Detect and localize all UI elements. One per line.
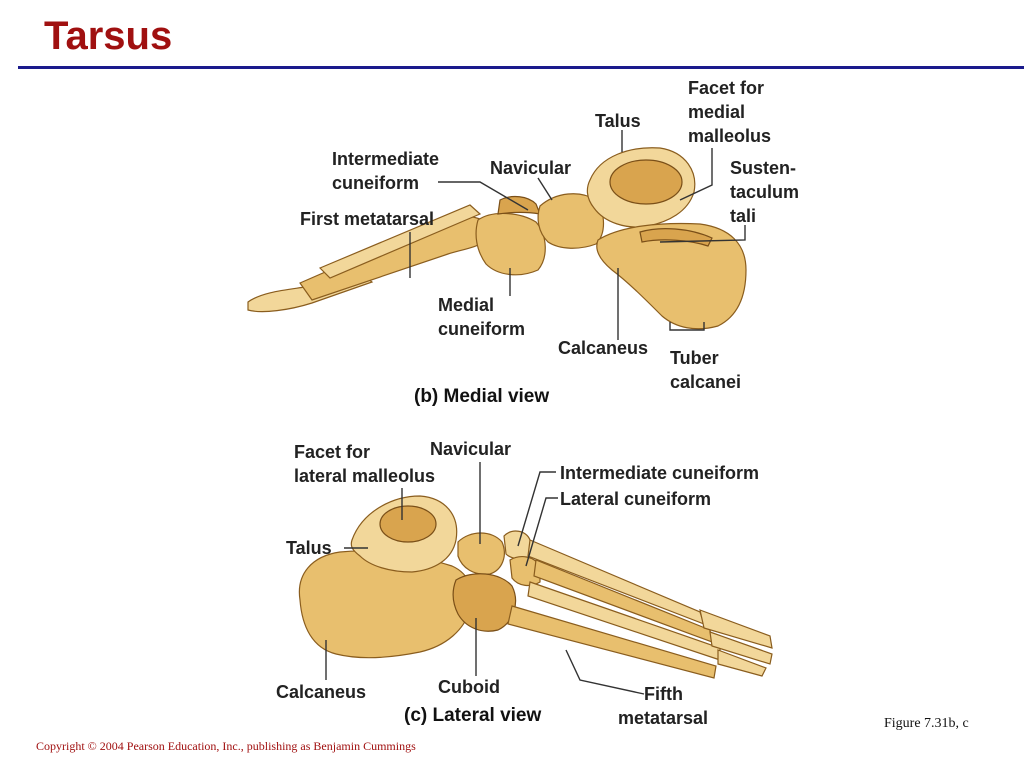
medial-view-caption: (b) Medial view — [414, 386, 549, 407]
lateral-malleolus-facet — [379, 505, 437, 543]
lateral-leader-lines — [325, 462, 645, 695]
medial-label-tuber-line2: calcanei — [670, 372, 741, 392]
medial-navicular-bone — [537, 193, 605, 249]
lateral-label-calcaneus: Calcaneus — [276, 682, 366, 702]
medial-label-first-metatarsal: First metatarsal — [300, 209, 434, 229]
lateral-view-illustration — [298, 495, 773, 679]
copyright-notice: Copyright © 2004 Pearson Education, Inc.… — [36, 739, 416, 753]
lateral-label-talus: Talus — [286, 538, 332, 558]
lateral-fifth-metatarsal-bone — [507, 605, 717, 679]
lateral-label-navicular: Navicular — [430, 439, 511, 459]
lateral-label-fifth-line2: metatarsal — [618, 708, 708, 728]
lateral-label-intermediate-cuneiform: Intermediate cuneiform — [560, 463, 759, 483]
figure-reference: Figure 7.31b, c — [884, 716, 969, 731]
medial-view-illustration — [247, 147, 747, 330]
title-rule — [18, 66, 1024, 69]
medial-label-facet-line3: malleolus — [688, 126, 771, 146]
lateral-navicular-bone — [457, 532, 505, 575]
medial-labels: Talus Facet for medial malleolus Interme… — [300, 78, 799, 407]
lateral-label-fifth-line1: Fifth — [644, 684, 683, 704]
medial-label-facet-line1: Facet for — [688, 78, 764, 98]
lateral-label-cuboid: Cuboid — [438, 677, 500, 697]
medial-label-medial-cuneiform-line1: Medial — [438, 295, 494, 315]
lateral-view-caption: (c) Lateral view — [404, 705, 541, 726]
medial-calcaneus-bone — [596, 222, 747, 330]
lateral-cuboid-bone — [452, 573, 517, 632]
medial-label-intermediate-line2: cuneiform — [332, 173, 419, 193]
medial-label-sust-line1: Susten- — [730, 158, 796, 178]
medial-label-tuber-line1: Tuber — [670, 348, 719, 368]
medial-label-calcaneus: Calcaneus — [558, 338, 648, 358]
medial-label-talus: Talus — [595, 111, 641, 131]
medial-malleolus-facet — [609, 159, 683, 205]
medial-label-sust-line2: taculum — [730, 182, 799, 202]
medial-second-metatarsal — [318, 204, 482, 279]
medial-label-navicular: Navicular — [490, 158, 571, 178]
medial-cuneiform-bone — [475, 212, 546, 276]
medial-label-intermediate-line1: Intermediate — [332, 149, 439, 169]
slide-title: Tarsus — [44, 14, 173, 58]
lateral-lateral-cuneiform-bone — [509, 556, 541, 587]
lateral-label-facet-line1: Facet for — [294, 442, 370, 462]
lateral-label-facet-line2: lateral malleolus — [294, 466, 435, 486]
lateral-labels: Facet for lateral malleolus Navicular In… — [276, 439, 759, 728]
lateral-toe-phalanges — [699, 609, 773, 677]
medial-label-facet-line2: medial — [688, 102, 745, 122]
medial-label-sust-line3: tali — [730, 206, 756, 226]
medial-leader-lines — [409, 130, 746, 340]
medial-label-medial-cuneiform-line2: cuneiform — [438, 319, 525, 339]
lateral-label-lateral-cuneiform: Lateral cuneiform — [560, 489, 711, 509]
